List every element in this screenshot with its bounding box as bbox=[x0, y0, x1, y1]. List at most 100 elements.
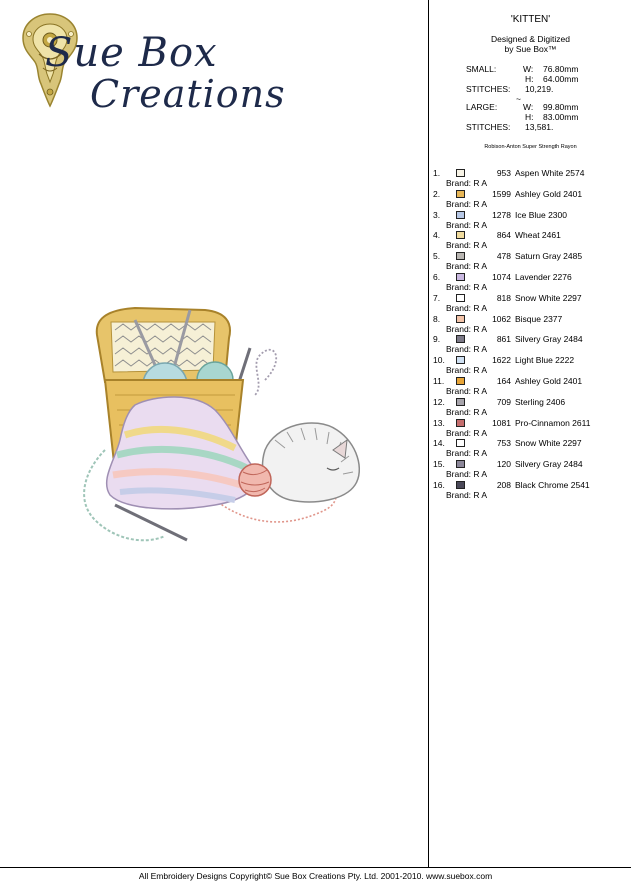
thread-brand: Brand: R A bbox=[446, 323, 488, 334]
thread-brand: Brand: R A bbox=[446, 240, 488, 251]
thread-code: 120 bbox=[496, 459, 511, 470]
thread-brand: Brand: R A bbox=[446, 261, 488, 272]
thread-brand: Brand: R A bbox=[446, 281, 488, 292]
thread-color-swatch bbox=[456, 397, 465, 406]
thread-number: 14. bbox=[433, 438, 445, 449]
kitten-ear bbox=[332, 438, 348, 459]
kitten-embroidery-design bbox=[83, 306, 360, 542]
thread-code: 953 bbox=[496, 168, 511, 178]
thread-name: Sterling 2406 bbox=[515, 396, 566, 407]
thread-code: 709 bbox=[496, 396, 511, 407]
large-width: 99.80mm bbox=[543, 102, 579, 112]
thread-name: Pro-Cinnamon 2611 bbox=[515, 417, 591, 428]
thread-color-swatch bbox=[456, 356, 465, 365]
thread-number: 12. bbox=[433, 396, 445, 407]
vertical-divider bbox=[428, 0, 429, 868]
thread-code: 208 bbox=[496, 479, 511, 490]
thread-number: 9. bbox=[433, 334, 441, 345]
thread-number: 7. bbox=[433, 292, 441, 303]
small-w-label: W: bbox=[523, 64, 534, 74]
thread-number: 8. bbox=[433, 313, 441, 324]
thread-code: 1278 bbox=[492, 209, 511, 220]
thread-brand-name: Robison-Anton Super Strength Rayon bbox=[484, 144, 577, 150]
thread-color-swatch bbox=[456, 439, 465, 448]
small-h-label: H: bbox=[525, 74, 534, 84]
designed-by: Designed & Digitized by Sue Box™ bbox=[430, 34, 631, 54]
thread-color-swatch bbox=[456, 293, 465, 302]
knitting-needle-4 bbox=[114, 503, 188, 542]
thread-color-swatch bbox=[456, 314, 465, 323]
small-stitches: 10,219. bbox=[525, 84, 554, 94]
brand-logo: Sue Box Creations bbox=[15, 10, 285, 120]
thread-brand: Brand: R A bbox=[446, 385, 488, 396]
thread-number: 10. bbox=[433, 355, 445, 366]
thread-code: 1074 bbox=[492, 271, 511, 282]
logo-text-line2: Creations bbox=[90, 72, 286, 116]
thread-brand: Brand: R A bbox=[446, 302, 488, 313]
thread-color-swatch bbox=[456, 272, 465, 281]
horizontal-divider bbox=[0, 867, 631, 868]
thread-code: 753 bbox=[496, 438, 511, 449]
design-title: 'KITTEN' bbox=[510, 14, 551, 25]
designed-line1: Designed & Digitized bbox=[491, 34, 570, 44]
thread-number: 16. bbox=[433, 479, 445, 490]
thread-brand: Brand: R A bbox=[446, 469, 488, 480]
size-separator: ~ bbox=[516, 94, 521, 104]
thread-trail-right bbox=[254, 348, 277, 396]
thread-number: 11. bbox=[433, 375, 445, 386]
thread-name: Snow White 2297 bbox=[515, 292, 582, 303]
logo-text-line1: Sue Box bbox=[45, 30, 218, 76]
thread-code: 818 bbox=[496, 292, 511, 303]
thread-brand: Brand: R A bbox=[446, 219, 488, 230]
thread-code: 861 bbox=[496, 334, 511, 345]
thread-color-swatch bbox=[456, 418, 465, 427]
large-label: LARGE: bbox=[466, 102, 498, 112]
large-stitches: 13,581. bbox=[525, 122, 554, 132]
thread-brand: Brand: R A bbox=[446, 489, 488, 500]
large-stitches-label: STITCHES: bbox=[466, 122, 511, 132]
thread-color-swatch bbox=[456, 210, 465, 219]
thread-code: 478 bbox=[496, 251, 511, 262]
thread-brand: Brand: R A bbox=[446, 178, 488, 188]
thread-color-swatch bbox=[456, 169, 465, 177]
thread-number: 1. bbox=[433, 168, 441, 178]
thread-brand: Brand: R A bbox=[446, 406, 488, 417]
thread-code: 1622 bbox=[492, 355, 511, 366]
thread-code: 864 bbox=[496, 230, 511, 241]
designed-line2: by Sue Box™ bbox=[504, 44, 557, 54]
small-height: 64.00mm bbox=[543, 74, 579, 84]
thread-color-swatch bbox=[456, 252, 465, 261]
thread-number: 2. bbox=[433, 188, 441, 199]
thread-name: Silvery Gray 2484 bbox=[515, 334, 583, 345]
thread-name: Ashley Gold 2401 bbox=[515, 188, 583, 199]
thread-name: Lavender 2276 bbox=[515, 271, 572, 282]
thread-brand: Brand: R A bbox=[446, 198, 488, 209]
thread-name: Bisque 2377 bbox=[515, 313, 563, 324]
thread-brand: Brand: R A bbox=[446, 344, 488, 355]
thread-name: Ice Blue 2300 bbox=[515, 209, 567, 220]
thread-name: Light Blue 2222 bbox=[515, 355, 575, 366]
thread-color-swatch bbox=[456, 376, 465, 385]
thread-name: Silvery Gray 2484 bbox=[515, 459, 583, 470]
thread-name: Saturn Gray 2485 bbox=[515, 251, 583, 262]
thread-number: 5. bbox=[433, 251, 441, 262]
large-w-label: W: bbox=[523, 102, 534, 112]
large-height: 83.00mm bbox=[543, 112, 579, 122]
thread-name: Black Chrome 2541 bbox=[515, 479, 590, 490]
thread-number: 15. bbox=[433, 459, 445, 470]
thread-number: 6. bbox=[433, 271, 441, 282]
large-h-label: H: bbox=[525, 112, 534, 122]
